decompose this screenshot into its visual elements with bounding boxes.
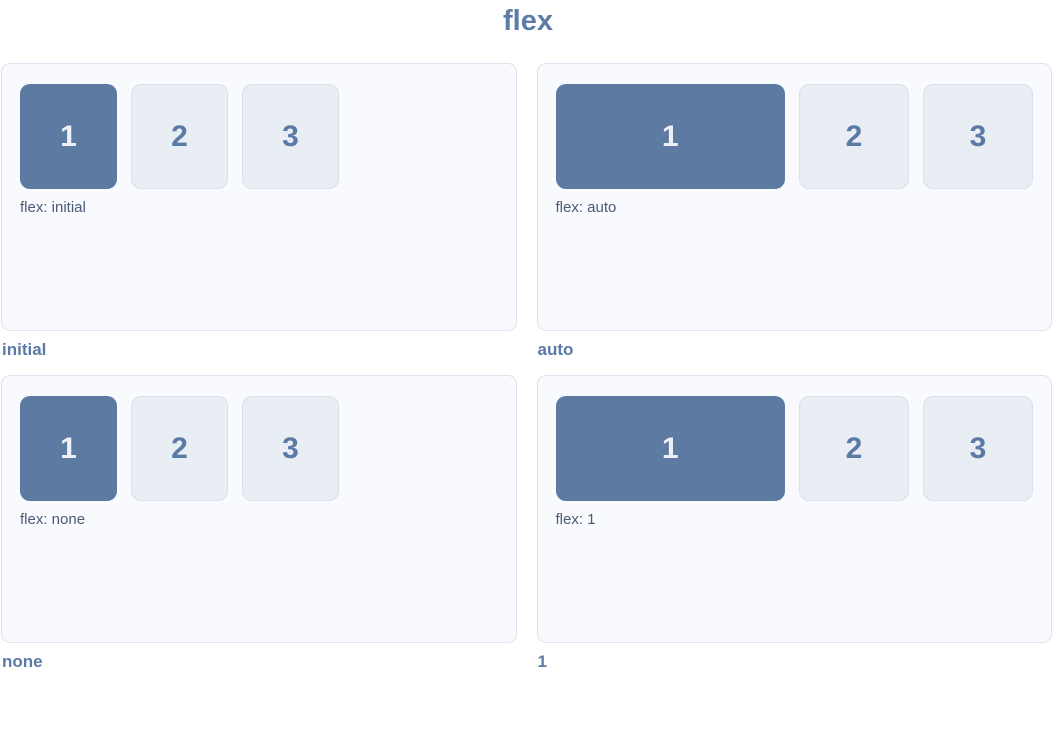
demo-cell-initial: 1 2 3 flex: initial initial: [1, 63, 517, 375]
page-title: flex: [503, 5, 553, 37]
panel-caption: 1: [537, 652, 547, 671]
panel-caption: auto: [537, 340, 574, 359]
demo-cell-none: 1 2 3 flex: none none: [1, 375, 517, 687]
css-value-label: flex: 1: [555, 511, 596, 528]
flex-item-3: 3: [242, 396, 339, 501]
flex-row: 1 2 3: [20, 396, 498, 501]
flex-row: 1 2 3: [555, 396, 1033, 501]
flex-item-2: 2: [131, 84, 228, 189]
flex-item-1: 1: [20, 396, 117, 501]
demo-panel-1: 1 2 3 flex: 1: [536, 375, 1052, 643]
flex-item-1: 1: [555, 396, 785, 501]
css-value-label: flex: initial: [20, 199, 86, 216]
flex-item-3: 3: [923, 84, 1033, 189]
flex-item-2: 2: [799, 396, 909, 501]
flex-row: 1 2 3: [20, 84, 498, 189]
demo-panel-none: 1 2 3 flex: none: [1, 375, 517, 643]
panel-caption: initial: [2, 340, 47, 359]
demo-cell-auto: 1 2 3 flex: auto auto: [536, 63, 1052, 375]
flex-item-2: 2: [799, 84, 909, 189]
flex-item-3: 3: [923, 396, 1033, 501]
flex-item-1: 1: [20, 84, 117, 189]
panel-caption: none: [2, 652, 43, 671]
demo-panel-auto: 1 2 3 flex: auto: [536, 63, 1052, 331]
demo-cell-1: 1 2 3 flex: 1 1: [536, 375, 1052, 687]
flex-item-3: 3: [242, 84, 339, 189]
demo-panel-initial: 1 2 3 flex: initial: [1, 63, 517, 331]
demo-grid: 1 2 3 flex: initial initial 1 2 3 flex: …: [0, 63, 1056, 687]
flex-item-2: 2: [131, 396, 228, 501]
css-value-label: flex: auto: [555, 199, 617, 216]
flex-row: 1 2 3: [555, 84, 1033, 189]
css-value-label: flex: none: [20, 511, 86, 528]
flex-item-1: 1: [555, 84, 785, 189]
